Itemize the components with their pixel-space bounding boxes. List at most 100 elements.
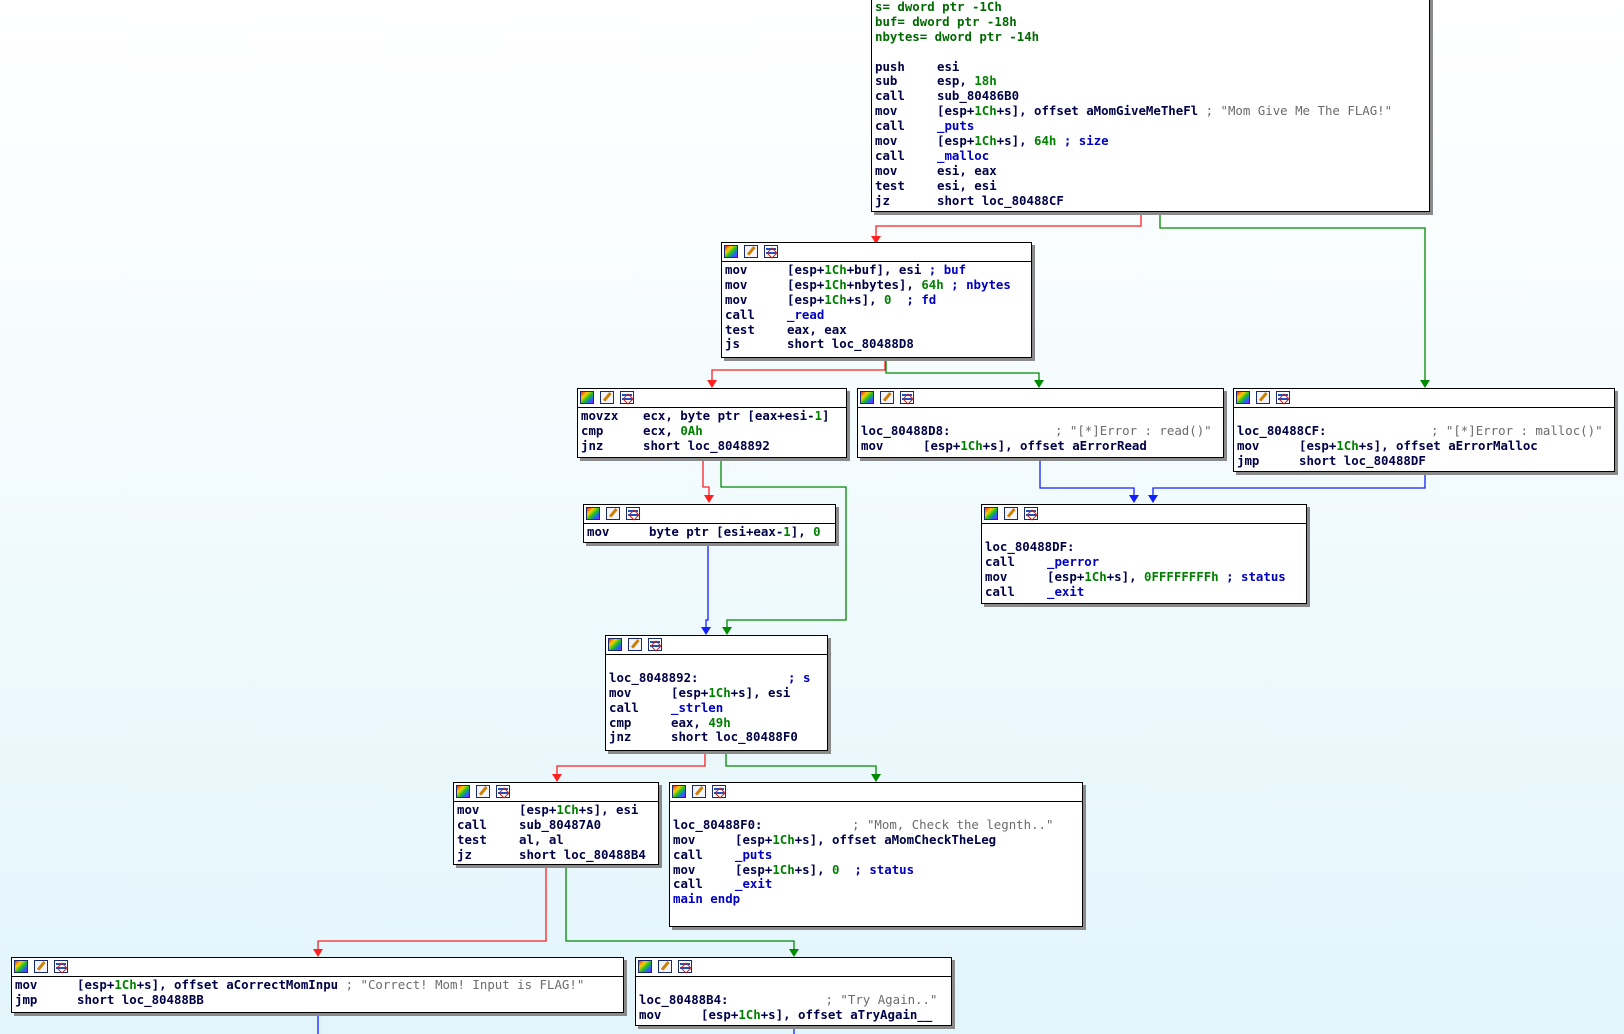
graph-colors-icon[interactable]: graph-colors-icon: [586, 507, 600, 520]
code-line[interactable]: loc_80488F0: ; "Mom, Check the legnth..": [673, 817, 1079, 833]
code-block[interactable]: graph-colors-icon edit-node-icon group-nod…: [583, 504, 836, 543]
edit-node-icon[interactable]: edit-node-icon: [880, 391, 894, 404]
code-line[interactable]: loc_80488B4: ; "Try Again..": [639, 992, 948, 1008]
code-line[interactable]: loc_80488D8: ; "[*]Error : read()": [861, 423, 1220, 439]
code-line[interactable]: [673, 803, 1079, 818]
code-block[interactable]: graph-colors-icon edit-node-icon group-nod…: [635, 957, 952, 1026]
group-nodes-icon[interactable]: group-nodes-icon: [1276, 391, 1290, 404]
graph-colors-icon[interactable]: graph-colors-icon: [724, 245, 738, 258]
code-line[interactable]: mov[esp+1Ch+s], 0 ; fd: [725, 292, 1028, 308]
edit-node-icon[interactable]: edit-node-icon: [476, 785, 490, 798]
graph-colors-icon[interactable]: graph-colors-icon: [1236, 391, 1250, 404]
code-block[interactable]: graph-colors-icon edit-node-icon group-nod…: [577, 388, 847, 458]
edit-node-icon[interactable]: edit-node-icon: [658, 960, 672, 973]
edit-node-icon[interactable]: edit-node-icon: [744, 245, 758, 258]
group-nodes-icon[interactable]: group-nodes-icon: [712, 785, 726, 798]
code-line[interactable]: call_puts: [673, 847, 1079, 863]
group-nodes-icon[interactable]: group-nodes-icon: [678, 960, 692, 973]
graph-colors-icon[interactable]: graph-colors-icon: [638, 960, 652, 973]
code-line[interactable]: main endp: [673, 891, 1079, 907]
code-line[interactable]: mov[esp+1Ch+s], offset aMomGiveMeTheFl ;…: [875, 103, 1426, 119]
code-line[interactable]: [985, 525, 1303, 540]
code-line[interactable]: loc_8048892: ; s: [609, 670, 824, 686]
code-line[interactable]: [1237, 409, 1611, 424]
graph-colors-icon[interactable]: graph-colors-icon: [984, 507, 998, 520]
code-line[interactable]: nbytes= dword ptr -14h: [875, 29, 1426, 45]
code-line[interactable]: call_exit: [985, 584, 1303, 600]
code-line[interactable]: mov[esp+1Ch+s], offset aMomCheckTheLeg: [673, 832, 1079, 848]
code-line[interactable]: loc_80488CF: ; "[*]Error : malloc()": [1237, 423, 1611, 439]
code-line[interactable]: mov[esp+1Ch+s], offset aCorrectMomInpu ;…: [15, 977, 620, 993]
edit-node-icon[interactable]: edit-node-icon: [692, 785, 706, 798]
code-line[interactable]: [861, 409, 1220, 424]
code-line[interactable]: [875, 45, 1426, 60]
code-line[interactable]: call_strlen: [609, 700, 824, 716]
edit-node-icon[interactable]: edit-node-icon: [606, 507, 620, 520]
code-line[interactable]: call_perror: [985, 554, 1303, 570]
code-block[interactable]: graph-colors-icon edit-node-icon group-nod…: [669, 782, 1083, 927]
code-line[interactable]: call_puts: [875, 118, 1426, 134]
group-nodes-icon[interactable]: group-nodes-icon: [648, 638, 662, 651]
code-line[interactable]: mov[esp+1Ch+s], offset aErrorRead: [861, 438, 1220, 454]
graph-colors-icon[interactable]: graph-colors-icon: [14, 960, 28, 973]
code-block[interactable]: graph-colors-icon edit-node-icon group-nod…: [11, 957, 624, 1013]
code-block[interactable]: graph-colors-icon edit-node-icon group-nod…: [721, 242, 1032, 358]
code-line[interactable]: mov[esp+1Ch+s], offset aTryAgain__: [639, 1007, 948, 1023]
edit-node-icon[interactable]: edit-node-icon: [600, 391, 614, 404]
group-nodes-icon[interactable]: group-nodes-icon: [496, 785, 510, 798]
code-line[interactable]: buf= dword ptr -18h: [875, 14, 1426, 30]
code-block[interactable]: graph-colors-icon edit-node-icon group-nod…: [453, 782, 659, 865]
code-line[interactable]: call_exit: [673, 877, 1079, 892]
group-nodes-icon[interactable]: group-nodes-icon: [626, 507, 640, 520]
code-line[interactable]: call_malloc: [875, 148, 1426, 164]
code-block[interactable]: graph-colors-icon edit-node-icon group-nod…: [857, 388, 1224, 458]
graph-colors-icon[interactable]: graph-colors-icon: [860, 391, 874, 404]
edit-node-icon[interactable]: edit-node-icon: [1256, 391, 1270, 404]
graph-colors-icon[interactable]: graph-colors-icon: [456, 785, 470, 798]
code-block[interactable]: graph-colors-icon edit-node-icon group-nod…: [1233, 388, 1615, 472]
graph-colors-icon[interactable]: graph-colors-icon: [580, 391, 594, 404]
code-block[interactable]: graph-colors-icon edit-node-icon group-nod…: [605, 635, 828, 751]
group-nodes-icon[interactable]: group-nodes-icon: [620, 391, 634, 404]
group-nodes-icon[interactable]: group-nodes-icon: [764, 245, 778, 258]
group-nodes-icon[interactable]: group-nodes-icon: [900, 391, 914, 404]
code-line[interactable]: mov[esp+1Ch+s], offset aErrorMalloc: [1237, 438, 1611, 454]
code-line[interactable]: mov[esp+1Ch+s], 0FFFFFFFFh ; status: [985, 569, 1303, 585]
code-block[interactable]: graph-colors-icon edit-node-icon group-nod…: [981, 504, 1307, 604]
group-nodes-icon[interactable]: group-nodes-icon: [54, 960, 68, 973]
graph-colors-icon[interactable]: graph-colors-icon: [672, 785, 686, 798]
edit-node-icon[interactable]: edit-node-icon: [628, 638, 642, 651]
code-line[interactable]: mov[esp+1Ch+nbytes], 64h ; nbytes: [725, 277, 1028, 293]
code-line[interactable]: mov[esp+1Ch+s], 64h ; size: [875, 133, 1426, 149]
code-line[interactable]: loc_80488DF:: [985, 539, 1303, 555]
code-line[interactable]: mov[esp+1Ch+buf], esi ; buf: [725, 262, 1028, 278]
code-line[interactable]: mov[esp+1Ch+s], esi: [609, 685, 824, 701]
graph-colors-icon[interactable]: graph-colors-icon: [608, 638, 622, 651]
edit-node-icon[interactable]: edit-node-icon: [1004, 507, 1018, 520]
code-line[interactable]: call_read: [725, 307, 1028, 323]
code-line[interactable]: [609, 656, 824, 671]
code-line[interactable]: [639, 978, 948, 993]
group-nodes-icon[interactable]: group-nodes-icon: [1024, 507, 1038, 520]
edit-node-icon[interactable]: edit-node-icon: [34, 960, 48, 973]
code-line[interactable]: s= dword ptr -1Ch: [875, 0, 1426, 15]
